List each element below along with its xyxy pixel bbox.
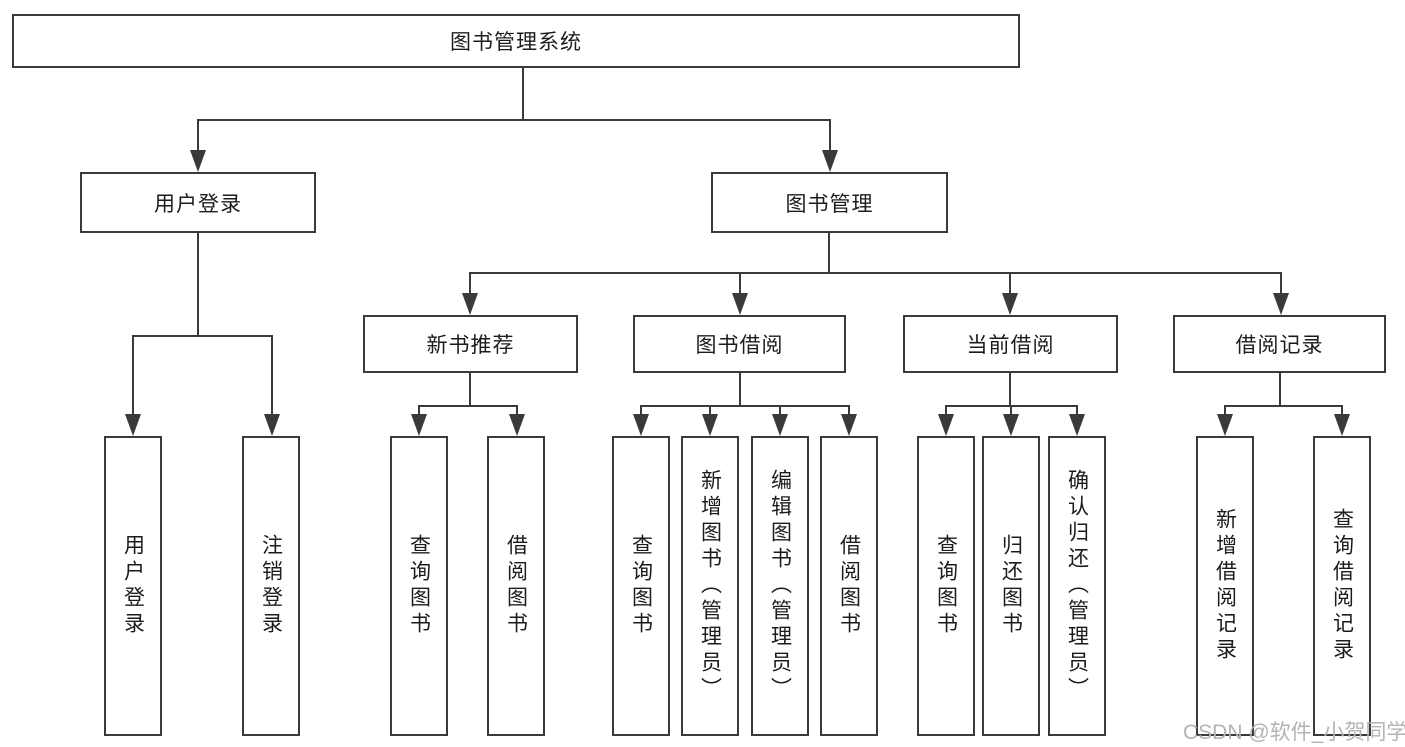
connector-line: [1010, 405, 1012, 416]
connector-line: [1280, 272, 1282, 295]
node-new-book-recommend-label: 新书推荐: [426, 334, 515, 357]
leaf-borrow-edit-books: 编辑图书（管理员）: [751, 436, 809, 736]
leaf-records-query-record-label: 查询借阅记录: [1330, 508, 1354, 664]
connector-line: [132, 335, 134, 415]
arrow-down-icon: [702, 414, 718, 436]
connector-line: [271, 335, 273, 415]
connector-line: [829, 119, 831, 152]
connector-line: [522, 68, 524, 121]
leaf-borrow-edit-books-label: 编辑图书（管理员）: [768, 469, 792, 703]
node-root-label: 图书管理系统: [450, 31, 582, 54]
arrow-down-icon: [938, 414, 954, 436]
node-borrow-records: 借阅记录: [1173, 315, 1386, 373]
connector-line: [640, 405, 850, 407]
connector-line: [1279, 373, 1281, 407]
arrow-down-icon: [1334, 414, 1350, 436]
leaf-rec-borrow-books: 借阅图书: [487, 436, 545, 736]
leaf-borrow-query-books: 查询图书: [612, 436, 670, 736]
node-borrow-records-label: 借阅记录: [1235, 334, 1324, 357]
connector-line: [828, 233, 830, 274]
connector-line: [640, 405, 642, 416]
leaf-records-query-record: 查询借阅记录: [1313, 436, 1371, 736]
leaf-current-query-books-label: 查询图书: [934, 534, 958, 638]
leaf-current-confirm-return: 确认归还（管理员）: [1048, 436, 1106, 736]
leaf-borrow-borrow-books: 借阅图书: [820, 436, 878, 736]
connector-line: [469, 373, 471, 407]
connector-line: [197, 233, 199, 337]
arrow-down-icon: [1069, 414, 1085, 436]
connector-line: [418, 405, 420, 416]
leaf-logout-label: 注销登录: [259, 534, 283, 638]
arrow-down-icon: [1217, 414, 1233, 436]
connector-line: [418, 405, 518, 407]
arrow-down-icon: [1273, 293, 1289, 315]
csdn-watermark: CSDN @软件_小贺同学: [1183, 721, 1405, 744]
connector-line: [469, 272, 1282, 274]
leaf-records-add-record-label: 新增借阅记录: [1213, 508, 1237, 664]
arrow-down-icon: [1003, 414, 1019, 436]
arrow-down-icon: [732, 293, 748, 315]
connector-line: [1076, 405, 1078, 416]
leaf-logout: 注销登录: [242, 436, 300, 736]
arrow-down-icon: [411, 414, 427, 436]
connector-line: [1341, 405, 1343, 416]
arrow-down-icon: [509, 414, 525, 436]
leaf-borrow-add-books: 新增图书（管理员）: [681, 436, 739, 736]
arrow-down-icon: [633, 414, 649, 436]
connector-line: [739, 272, 741, 295]
leaf-borrow-add-books-label: 新增图书（管理员）: [698, 469, 722, 703]
leaf-rec-query-books-label: 查询图书: [407, 534, 431, 638]
connector-line: [1224, 405, 1343, 407]
leaf-user-login-label: 用户登录: [121, 534, 145, 638]
node-book-management-label: 图书管理: [785, 192, 874, 216]
node-book-borrow-label: 图书借阅: [695, 334, 784, 357]
arrow-down-icon: [264, 414, 280, 436]
arrow-down-icon: [841, 414, 857, 436]
leaf-current-query-books: 查询图书: [917, 436, 975, 736]
connector-line: [469, 272, 471, 295]
node-current-borrow-label: 当前借阅: [966, 334, 1055, 357]
connector-line: [1224, 405, 1226, 416]
node-root: 图书管理系统: [12, 14, 1020, 68]
node-current-borrow: 当前借阅: [903, 315, 1118, 373]
node-new-book-recommend: 新书推荐: [363, 315, 578, 373]
connector-line: [197, 119, 831, 121]
leaf-borrow-borrow-books-label: 借阅图书: [837, 534, 861, 638]
node-book-management: 图书管理: [711, 172, 948, 233]
connector-line: [197, 119, 199, 152]
connector-line: [709, 405, 711, 416]
leaf-current-return-books: 归还图书: [982, 436, 1040, 736]
connector-line: [848, 405, 850, 416]
connector-line: [132, 335, 273, 337]
arrow-down-icon: [125, 414, 141, 436]
arrow-down-icon: [462, 293, 478, 315]
node-user-login: 用户登录: [80, 172, 316, 233]
leaf-rec-borrow-books-label: 借阅图书: [504, 534, 528, 638]
arrow-down-icon: [772, 414, 788, 436]
leaf-user-login: 用户登录: [104, 436, 162, 736]
connector-line: [945, 405, 947, 416]
connector-line: [779, 405, 781, 416]
node-user-login-label: 用户登录: [154, 192, 242, 216]
arrow-down-icon: [190, 150, 206, 172]
connector-line: [1009, 373, 1011, 407]
arrow-down-icon: [822, 150, 838, 172]
connector-line: [1009, 272, 1011, 295]
leaf-records-add-record: 新增借阅记录: [1196, 436, 1254, 736]
node-book-borrow: 图书借阅: [633, 315, 846, 373]
leaf-current-return-books-label: 归还图书: [999, 534, 1023, 638]
leaf-rec-query-books: 查询图书: [390, 436, 448, 736]
connector-line: [739, 373, 741, 407]
leaf-current-confirm-return-label: 确认归还（管理员）: [1065, 469, 1089, 703]
connector-line: [516, 405, 518, 416]
leaf-borrow-query-books-label: 查询图书: [629, 534, 653, 638]
arrow-down-icon: [1002, 293, 1018, 315]
